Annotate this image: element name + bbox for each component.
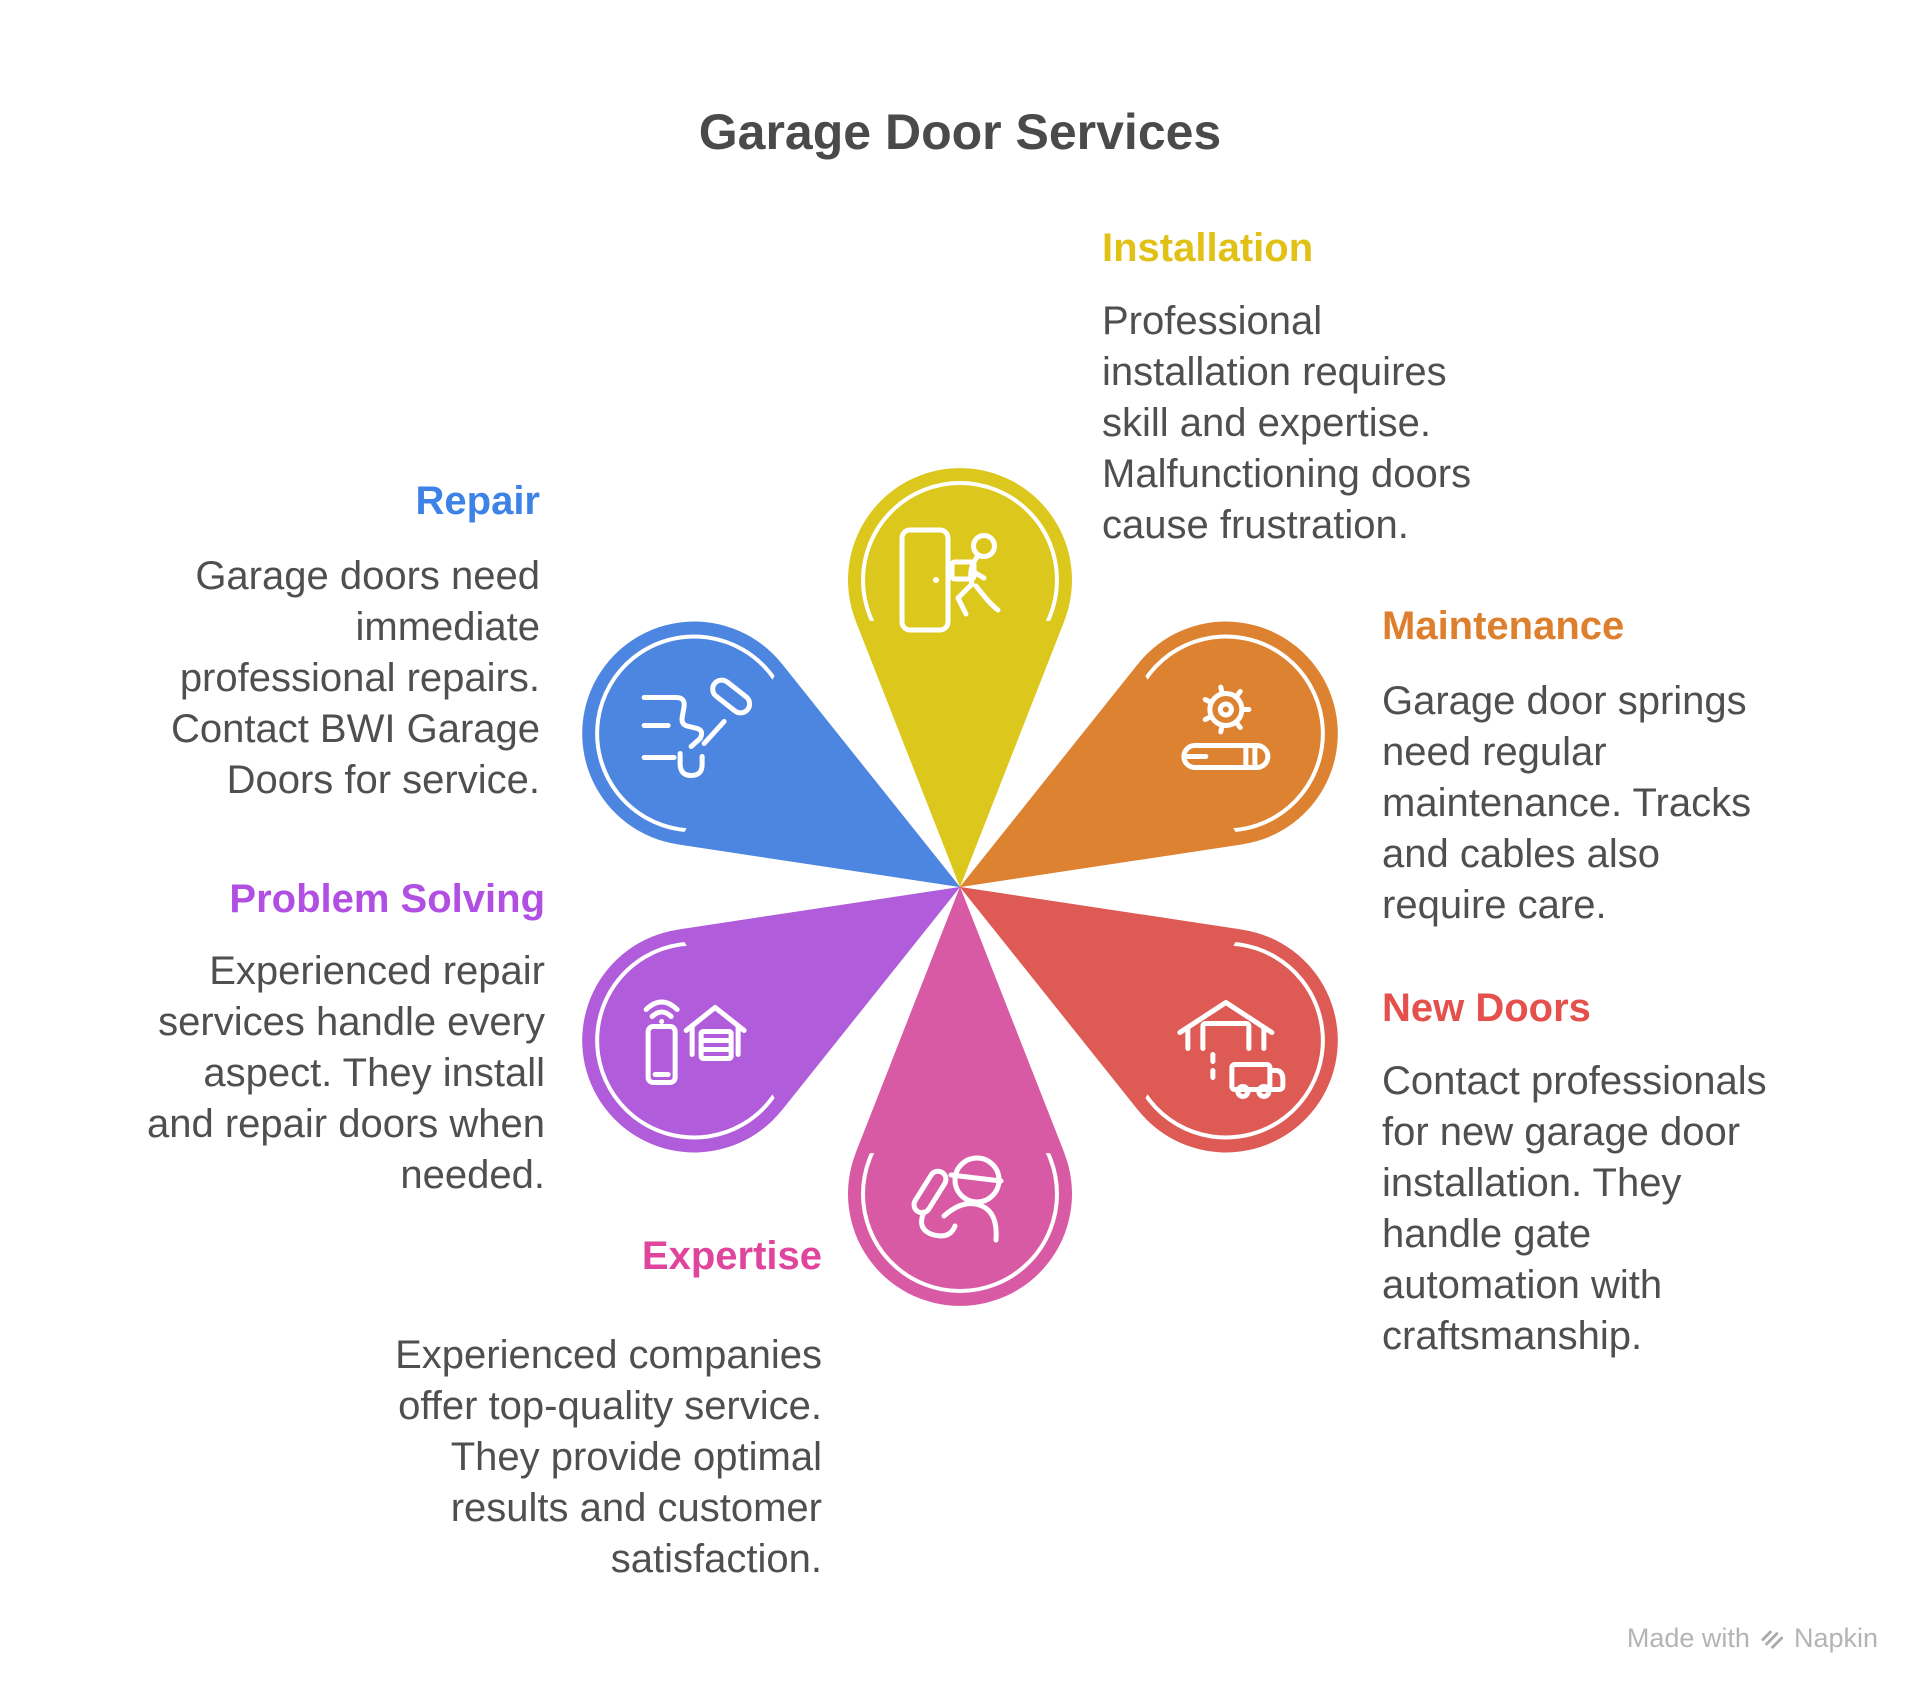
petal-problem-solving (582, 887, 960, 1153)
watermark: Made with Napkin (1627, 1620, 1878, 1656)
worker-icon (911, 1155, 1004, 1243)
section-expertise: Expertise Experienced companies offer to… (302, 1230, 822, 1585)
section-new-doors: New Doors Contact professionals for new … (1382, 982, 1842, 1362)
watermark-brand: Napkin (1793, 1622, 1878, 1653)
section-heading-repair: Repair (415, 479, 541, 523)
petal-wedge (677, 887, 960, 1111)
petal-repair (582, 621, 960, 887)
section-problem-solving: Problem Solving Experienced repair servi… (25, 873, 545, 1201)
section-heading-installation: Installation (1102, 226, 1314, 270)
section-heading-new-doors: New Doors (1382, 986, 1591, 1030)
watermark-prefix: Made with (1626, 1622, 1750, 1653)
section-description-installation: Professional installation requires skill… (1102, 299, 1472, 547)
napkin-logo-icon (1761, 1630, 1784, 1649)
section-description-problem-solving: Experienced repair services handle every… (146, 949, 545, 1197)
page-title: Garage Door Services (698, 104, 1222, 160)
petal-installation (848, 468, 1072, 887)
hammer-repair-icon (641, 677, 753, 778)
section-heading-maintenance: Maintenance (1382, 604, 1625, 648)
door-installer-icon (899, 527, 1001, 633)
petal-maintenance (960, 621, 1338, 887)
petal-wedge (855, 620, 1065, 887)
petal-expertise (848, 887, 1072, 1306)
petal-wedge (960, 887, 1243, 1111)
section-description-expertise: Experienced companies offer top-quality … (395, 1333, 822, 1581)
garage-truck-icon (1177, 1000, 1286, 1099)
petal-new-doors (960, 887, 1338, 1153)
section-maintenance: Maintenance Garage door springs need reg… (1382, 600, 1822, 931)
petal-wedge (855, 887, 1065, 1154)
section-heading-expertise: Expertise (641, 1234, 822, 1278)
section-heading-problem-solving: Problem Solving (229, 877, 545, 921)
section-description-repair: Garage doors need immediate professional… (170, 554, 540, 802)
gear-track-icon (1181, 684, 1271, 770)
section-description-new-doors: Contact professionals for new garage doo… (1382, 1059, 1767, 1358)
section-installation: Installation Professional installation r… (1102, 222, 1572, 551)
petal-wedge (960, 663, 1243, 887)
petal-wedge (677, 663, 960, 887)
section-repair: Repair Garage doors need immediate profe… (20, 475, 540, 806)
phone-garage-icon (643, 999, 747, 1085)
section-description-maintenance: Garage door springs need regular mainten… (1382, 679, 1752, 927)
